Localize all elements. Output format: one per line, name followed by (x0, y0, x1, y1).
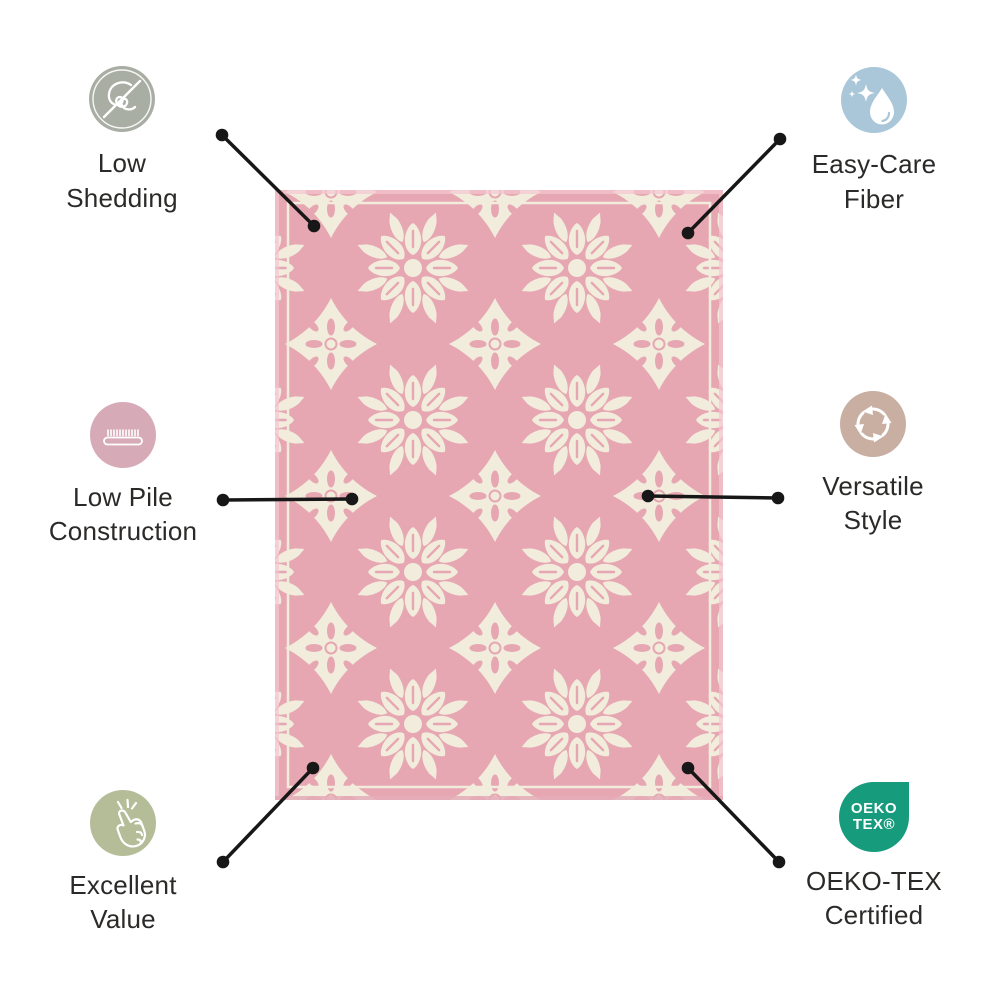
oeko-tex-badge-line: TEX® (852, 816, 896, 833)
feature-label-line: Certified (824, 900, 924, 930)
feature-low-pile-construction: Low Pile Construction (8, 402, 238, 548)
rug-illustration (275, 190, 723, 800)
feature-easy-care-fiber: Easy-Care Fiber (759, 67, 989, 217)
rug-pattern (275, 190, 723, 800)
oeko-tex-badge-line: OEKO (850, 800, 898, 817)
rug-image (275, 190, 723, 800)
feature-oeko-tex-certified: OEKO TEX® OEKO-TEX Certified (759, 782, 989, 932)
feature-label-line: Easy-Care (811, 149, 937, 179)
feature-label-line: Fiber (843, 184, 905, 214)
rug-edge-shadow (275, 796, 723, 800)
feature-versatile-style: Versatile Style (758, 391, 988, 537)
feature-label-line: Low Pile (73, 482, 173, 512)
low-pile-carpet-icon (90, 402, 156, 468)
finger-snap-icon (90, 790, 156, 856)
feature-label-line: OEKO-TEX (806, 866, 942, 896)
feature-label-line: Shedding (66, 183, 178, 213)
feature-excellent-value: Excellent Value (8, 790, 238, 936)
feature-label-line: Value (90, 904, 156, 934)
no-shedding-fiber-icon (89, 66, 155, 132)
feature-label-line: Construction (48, 516, 198, 546)
oeko-tex-badge: OEKO TEX® (839, 782, 909, 852)
water-drop-sparkles-icon (841, 67, 907, 133)
feature-low-shedding: Low Shedding (7, 66, 237, 216)
feature-label-line: Versatile (822, 471, 924, 501)
feature-label-line: Low (97, 148, 147, 178)
rotating-arrows-icon (840, 391, 906, 457)
feature-label-line: Excellent (69, 870, 177, 900)
feature-label-line: Style (843, 505, 903, 535)
